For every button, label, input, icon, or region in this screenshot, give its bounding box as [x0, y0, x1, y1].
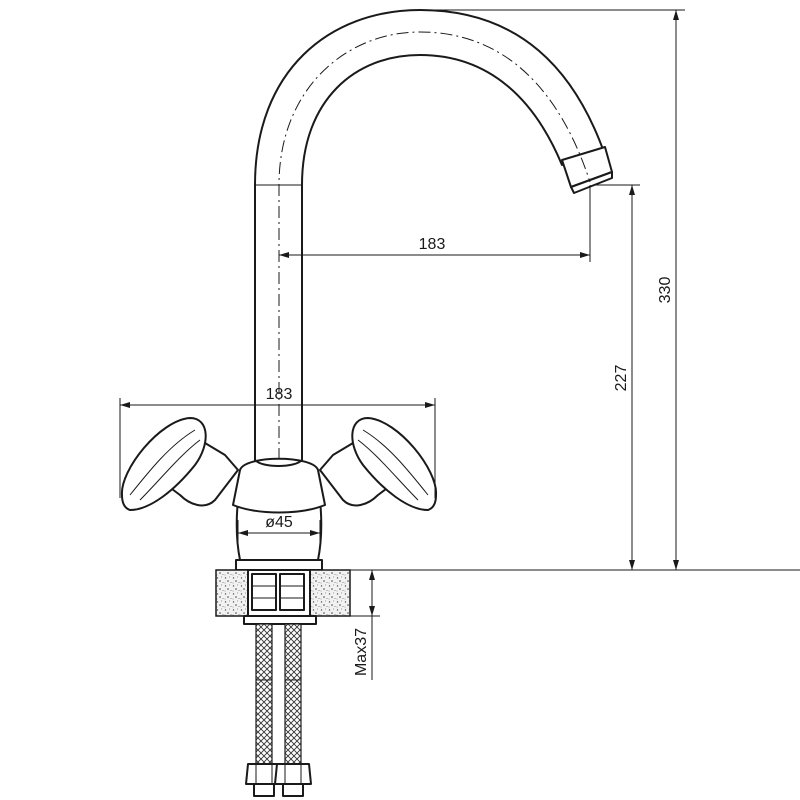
left-handle	[120, 417, 239, 511]
dimension-spout-reach: 183	[279, 185, 591, 262]
base-diameter-label: ø45	[265, 514, 293, 531]
total-height-label: 330	[657, 277, 674, 304]
right-handle	[319, 417, 438, 511]
spout	[254, 9, 613, 461]
mounting-hardware	[243, 573, 317, 625]
spout-reach-label: 183	[419, 236, 446, 253]
dimension-total-height: 330	[420, 9, 685, 570]
dimension-max-thickness: Max37	[316, 570, 380, 680]
flex-hoses	[245, 623, 312, 797]
faucet-body	[232, 457, 326, 571]
spout-height-label: 227	[613, 365, 630, 392]
max-thickness-label: Max37	[353, 628, 370, 676]
handle-span-label: 183	[266, 386, 293, 403]
dimension-handle-span: 183	[119, 386, 436, 498]
dimension-base-diameter: ø45	[237, 514, 321, 545]
dimension-spout-height: 227	[595, 184, 640, 570]
